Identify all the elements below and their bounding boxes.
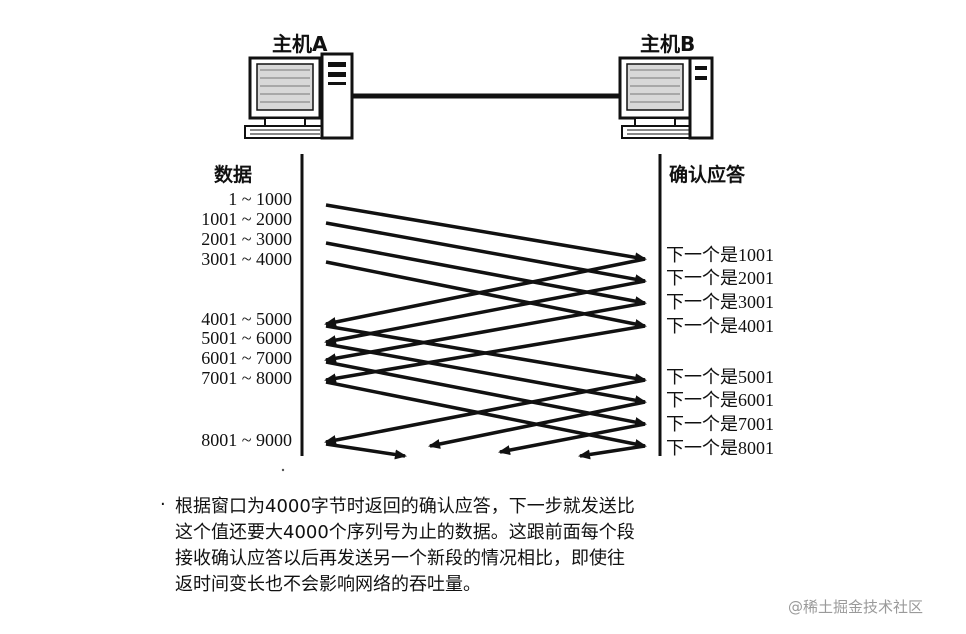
stray-dot — [281, 468, 285, 472]
host-a-computer-icon — [244, 52, 354, 140]
segment-arrow-9 — [325, 442, 407, 460]
ack-label: 下一个是1001 — [666, 245, 774, 265]
segment-label: 4001 ~ 5000 — [201, 309, 292, 329]
segment-label: 1 ~ 1000 — [228, 189, 292, 209]
segment-arrow-3 — [325, 241, 647, 307]
ack-label: 下一个是8001 — [666, 438, 774, 458]
segment-label: 2001 ~ 3000 — [201, 229, 292, 249]
segment-label: 5001 ~ 6000 — [201, 328, 292, 348]
host-a-label: 主机A — [272, 32, 328, 56]
note-line: 接收确认应答以后再发送另一个新段的情况相比，即使往 — [175, 548, 625, 569]
segment-arrow-4 — [325, 260, 647, 329]
data-column-header: 数据 — [214, 164, 253, 186]
ack-label: 下一个是2001 — [666, 268, 774, 288]
ack-label: 下一个是5001 — [666, 367, 774, 387]
host-b-computer-icon — [618, 56, 714, 140]
ack-arrow-8 — [578, 444, 646, 460]
note-line: 返时间变长也不会影响网络的吞吐量。 — [175, 574, 481, 595]
segment-label: 8001 ~ 9000 — [201, 430, 292, 450]
ack-arrow-3 — [324, 301, 646, 364]
segment-label: 3001 ~ 4000 — [201, 249, 292, 269]
segment-arrow-6 — [325, 342, 647, 406]
ack-arrow-2 — [324, 279, 646, 346]
ack-label: 下一个是7001 — [666, 414, 774, 434]
ack-arrow-4 — [324, 324, 646, 384]
ack-label: 下一个是4001 — [666, 316, 774, 336]
ack-label: 下一个是3001 — [666, 292, 774, 312]
ack-column-header: 确认应答 — [669, 164, 746, 186]
ack-arrow-1 — [324, 257, 646, 327]
note-line: 这个值还要大4000个序列号为止的数据。这跟前面每个段 — [175, 522, 635, 543]
segment-label: 1001 ~ 2000 — [201, 209, 292, 229]
ack-arrow-5 — [324, 378, 646, 446]
ack-arrow-6 — [428, 400, 646, 449]
note-line: 根据窗口为4000字节时返回的确认应答，下一步就发送比 — [175, 496, 635, 517]
host-b-label: 主机B — [640, 32, 696, 56]
ack-label: 下一个是6001 — [666, 390, 774, 410]
segment-label: 7001 ~ 8000 — [201, 368, 292, 388]
watermark: @稀土掘金技术社区 — [788, 598, 924, 616]
segment-label: 6001 ~ 7000 — [201, 348, 292, 368]
segment-arrow-1 — [325, 203, 647, 263]
ack-arrow-7 — [498, 422, 646, 456]
note-bullet: · — [160, 494, 166, 515]
